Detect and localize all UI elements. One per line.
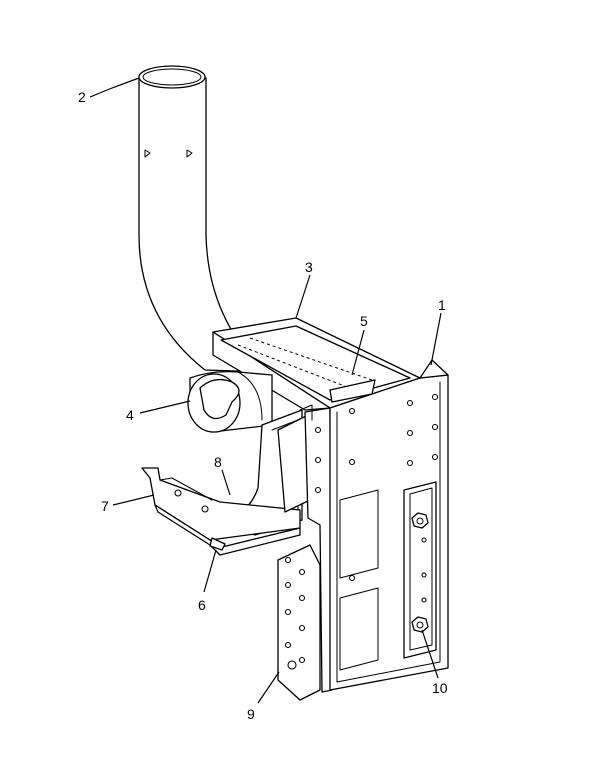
callout-9: 9 xyxy=(247,706,255,722)
callout-6: 6 xyxy=(198,597,206,613)
callout-labels: 1 2 3 4 5 6 7 8 9 10 xyxy=(78,89,448,722)
callout-3: 3 xyxy=(305,259,313,275)
leader-8 xyxy=(221,469,231,496)
callout-10: 10 xyxy=(432,680,448,696)
callout-4: 4 xyxy=(126,407,134,423)
leader-5 xyxy=(351,329,365,376)
leader-10 xyxy=(421,629,439,679)
leader-lines xyxy=(89,77,442,704)
leader-2 xyxy=(89,77,140,98)
callout-2: 2 xyxy=(78,89,86,105)
leader-9 xyxy=(257,671,280,704)
hex-nut-part xyxy=(411,512,429,633)
lower-tray-part xyxy=(141,467,301,556)
callout-5: 5 xyxy=(360,313,368,329)
leader-7 xyxy=(112,494,155,506)
leader-3 xyxy=(295,274,311,319)
bent-tube-part xyxy=(138,65,266,373)
mounting-plate-part xyxy=(329,359,449,691)
leader-1 xyxy=(430,312,442,366)
leader-4 xyxy=(139,400,191,414)
callout-1: 1 xyxy=(438,297,446,313)
upper-clamp-box-part xyxy=(212,317,421,411)
callout-8: 8 xyxy=(214,454,222,470)
vertical-channel-part xyxy=(277,404,333,701)
tube-collar-part xyxy=(187,370,273,433)
callout-7: 7 xyxy=(101,498,109,514)
leader-6 xyxy=(203,549,217,593)
